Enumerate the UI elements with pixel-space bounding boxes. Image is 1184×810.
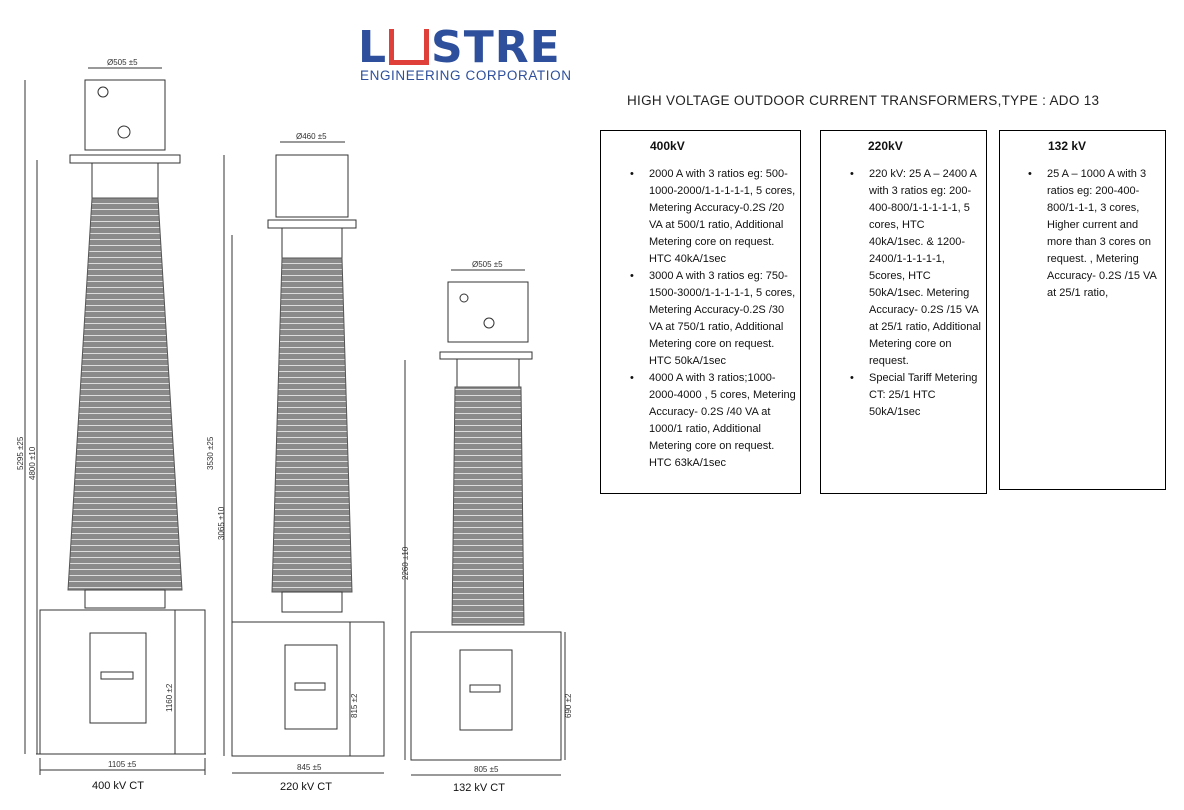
spec-item: Special Tariff Metering CT: 25/1 HTC 50k…: [850, 370, 981, 421]
page-title: HIGH VOLTAGE OUTDOOR CURRENT TRANSFORMER…: [627, 93, 1100, 108]
spec-item: 4000 A with 3 ratios;1000-2000-4000 , 5 …: [630, 370, 797, 472]
ct-220-head-dim: Ø460 ±5: [296, 132, 327, 141]
ct-400-total-height: 5295 ±25: [16, 436, 25, 470]
ct-132-base-width: 805 ±5: [474, 765, 499, 774]
ct-220-mid-height: 3065 ±10: [217, 506, 226, 540]
ct-220-caption: 220 kV CT: [280, 781, 332, 793]
ct-132-drawing: [404, 269, 566, 776]
ct-400-head-dim: Ø505 ±5: [107, 58, 138, 67]
spec-list: 2000 A with 3 ratios eg: 500-1000-2000/1…: [630, 166, 797, 472]
spec-box-400kv: 400kV 2000 A with 3 ratios eg: 500-1000-…: [600, 130, 801, 494]
spec-heading: 132 kV: [1048, 139, 1087, 153]
ct-132-mid-height: 2260 ±10: [401, 546, 410, 580]
spec-item: 3000 A with 3 ratios eg: 750-1500-3000/1…: [630, 268, 797, 370]
ct-400-mid-height: 4800 ±10: [28, 446, 37, 480]
ct-drawings: Ø505 ±5 5295 ±25 4800 ±10 1160 ±2 1105 ±…: [16, 58, 573, 776]
spec-item: 2000 A with 3 ratios eg: 500-1000-2000/1…: [630, 166, 797, 268]
ct-220-total-height: 3530 ±25: [206, 436, 215, 470]
spec-list: 25 A – 1000 A with 3 ratios eg: 200-400-…: [1028, 166, 1162, 302]
ct-220-base-width: 845 ±5: [297, 763, 322, 772]
spec-box-220kv: 220kV 220 kV: 25 A – 2400 A with 3 ratio…: [820, 130, 987, 494]
ct-132-head-dim: Ø505 ±5: [472, 260, 503, 269]
spec-item: 220 kV: 25 A – 2400 A with 3 ratios eg: …: [850, 166, 981, 370]
ct-132-base-height: 690 ±2: [564, 693, 573, 718]
ct-400-caption: 400 kV CT: [92, 780, 144, 792]
logo-subtitle: ENGINEERING CORPORATION: [360, 68, 572, 83]
spec-box-132kv: 132 kV 25 A – 1000 A with 3 ratios eg: 2…: [999, 130, 1166, 490]
ct-400-base-height: 1160 ±2: [165, 683, 174, 712]
ct-400-base-width: 1105 ±5: [108, 760, 137, 769]
spec-heading: 400kV: [650, 139, 685, 153]
spec-item: 25 A – 1000 A with 3 ratios eg: 200-400-…: [1028, 166, 1162, 302]
spec-list: 220 kV: 25 A – 2400 A with 3 ratios eg: …: [850, 166, 981, 421]
spec-heading: 220kV: [868, 139, 903, 153]
ct-220-drawing: [223, 141, 385, 774]
logo-u-mark: [389, 29, 430, 65]
ct-220-base-height: 815 ±2: [350, 693, 359, 718]
ct-132-caption: 132 kV CT: [453, 782, 505, 794]
ct-400-drawing: [24, 67, 206, 775]
